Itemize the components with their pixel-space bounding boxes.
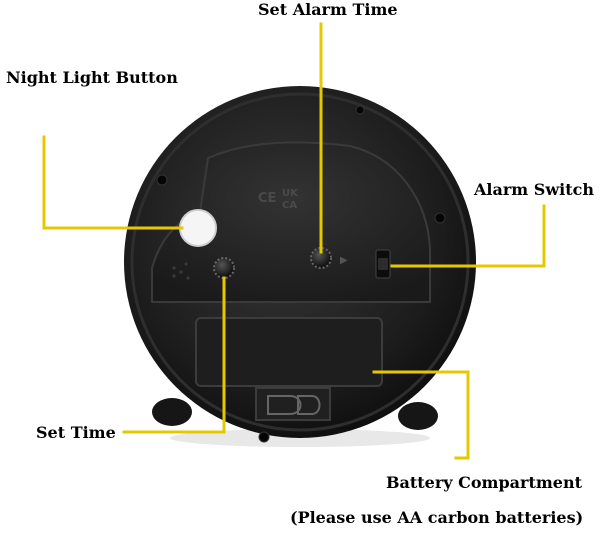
certification-mark: CE	[258, 191, 276, 206]
label-set-time: Set Time	[36, 423, 116, 442]
clock-foot-left	[152, 398, 192, 426]
label-night-light-button: Night Light Button	[6, 68, 178, 87]
set-alarm-knob[interactable]	[310, 247, 332, 269]
certification-mark: UK	[282, 188, 299, 199]
battery-compartment	[195, 317, 383, 387]
screw-hole	[434, 212, 446, 224]
clock-rim	[130, 92, 470, 432]
alarm-arrow-icon: ▶	[340, 255, 348, 266]
leader-lines	[42, 22, 546, 460]
label-battery-compartment: Battery Compartment	[386, 473, 582, 492]
night-light-button[interactable]	[179, 209, 217, 247]
screw-hole	[355, 105, 365, 115]
alarm-switch[interactable]	[378, 258, 388, 270]
screw-hole	[156, 174, 168, 186]
leader-line-alarm-switch	[390, 204, 546, 268]
screw-hole	[258, 431, 270, 443]
label-battery-note: (Please use AA carbon batteries)	[290, 508, 584, 527]
label-alarm-switch: Alarm Switch	[474, 180, 594, 199]
leader-line-set-time	[122, 276, 226, 434]
set-time-knob[interactable]	[213, 257, 235, 279]
speaker-grille	[172, 262, 190, 280]
clock-foot-right	[398, 402, 438, 430]
leader-line-night-light	[42, 135, 184, 230]
battery-cover-grip	[267, 395, 321, 415]
label-set-alarm-time: Set Alarm Time	[258, 0, 398, 19]
leader-line-battery	[454, 370, 470, 460]
certification-mark: CA	[282, 200, 297, 211]
